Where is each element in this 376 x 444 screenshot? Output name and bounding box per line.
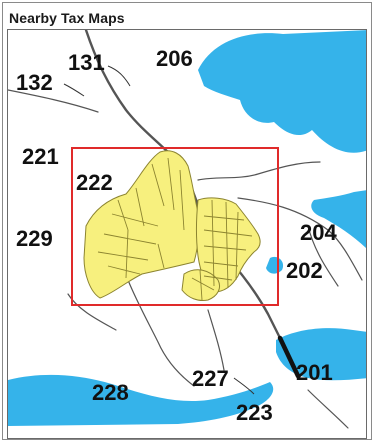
highway-bridge	[277, 335, 301, 379]
map-label-204[interactable]: 204	[300, 220, 337, 245]
road-south-west	[67, 293, 117, 331]
water-south-shore	[8, 374, 274, 426]
road-east	[237, 197, 363, 281]
map-label-201[interactable]: 201	[296, 360, 333, 385]
map-label-206[interactable]: 206	[156, 46, 193, 71]
map-label-227[interactable]: 227	[192, 366, 229, 391]
parcel-lines	[97, 157, 253, 301]
map-label-202[interactable]: 202	[286, 258, 323, 283]
map-label-228[interactable]: 228	[92, 380, 129, 405]
map-frame: 131 132 206 221 222 229 204 202 201 227 …	[7, 29, 367, 439]
map-label-229[interactable]: 229	[16, 226, 53, 251]
neighbor-map-labels: 131 132 206 221 222 229 204 202 201 227 …	[16, 46, 337, 425]
road-south-loop	[127, 279, 195, 387]
road-north-east	[197, 161, 321, 181]
tax-map-canvas: 131 132 206 221 222 229 204 202 201 227 …	[8, 30, 366, 429]
panel-title: Nearby Tax Maps	[9, 10, 125, 26]
road-east-spur	[307, 225, 339, 287]
water-bodies	[8, 30, 366, 426]
nearby-tax-maps-panel: Nearby Tax Maps	[2, 2, 372, 440]
water-south-channel	[276, 328, 366, 381]
road-south-central	[207, 309, 225, 371]
map-label-223[interactable]: 223	[236, 400, 273, 425]
map-label-132[interactable]: 132	[16, 70, 53, 95]
water-north-east	[198, 30, 366, 153]
map-label-222[interactable]: 222	[76, 170, 113, 195]
water-east-bay	[311, 190, 366, 249]
label-leaders	[63, 65, 255, 395]
road-west	[8, 89, 99, 113]
road-south-east	[307, 389, 349, 429]
map-label-131[interactable]: 131	[68, 50, 105, 75]
map-label-221[interactable]: 221	[22, 144, 59, 169]
water-inlet	[266, 256, 284, 274]
current-map-extent	[71, 147, 279, 306]
